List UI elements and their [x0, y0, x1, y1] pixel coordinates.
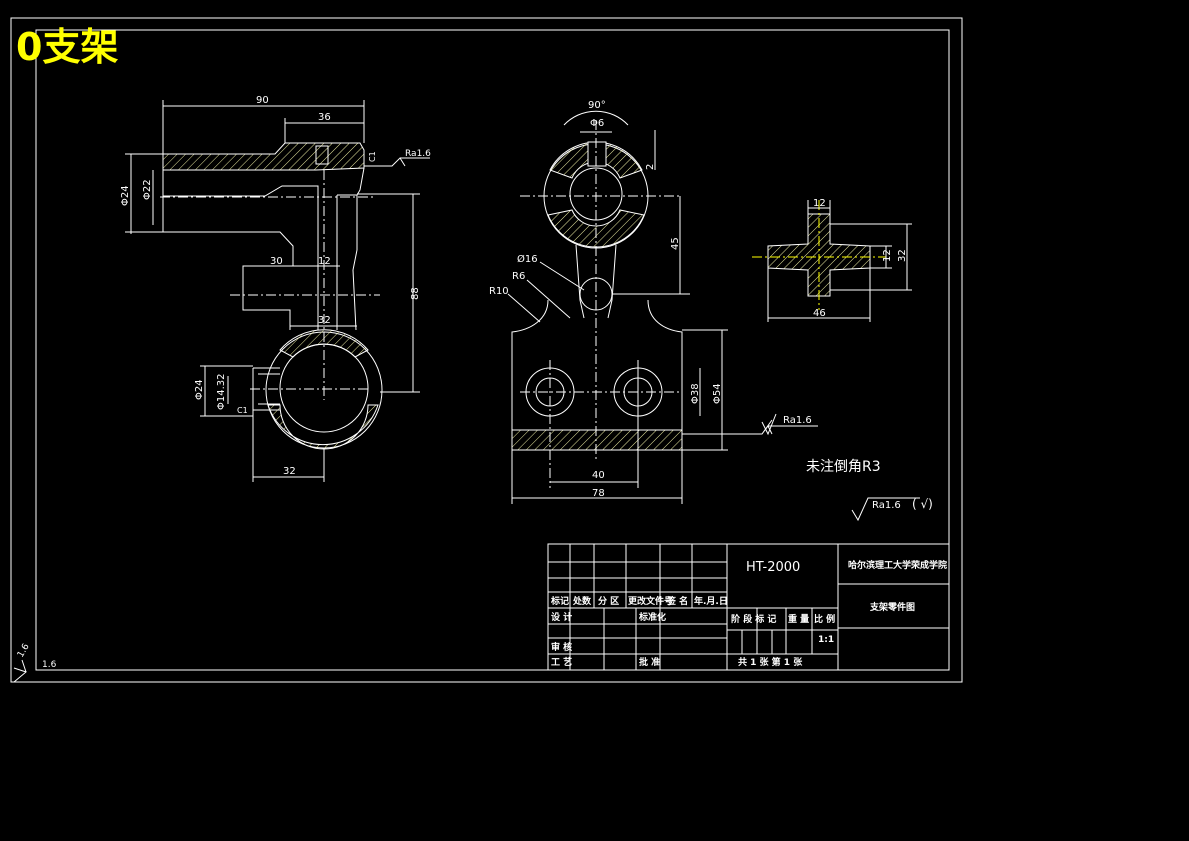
dim-r6: R6 — [512, 271, 525, 282]
sheet-info: 共 1 张 第 1 张 — [738, 656, 803, 668]
dim-30: 30 — [270, 256, 283, 267]
front-stem — [242, 186, 358, 331]
row-process: 工 艺 — [551, 656, 572, 668]
dim-phi24-bottom: Φ24 — [194, 379, 205, 400]
header-date: 年.月.日 — [694, 595, 728, 607]
dim-2: 2 — [645, 164, 656, 170]
drawing-name: 支架零件图 — [869, 601, 915, 613]
header-count: 处数 — [572, 595, 592, 607]
header-doc: 更改文件号 — [628, 595, 673, 607]
header-mark: 标记 — [550, 595, 569, 607]
outer-frame — [10, 17, 963, 683]
row-design: 设 计 — [551, 611, 572, 623]
dim-phi38: Φ38 — [690, 383, 701, 404]
dim-40: 40 — [592, 470, 605, 481]
corner-roughness-value: 1.6 — [42, 660, 57, 670]
roughness-top: Ra1.6 — [405, 149, 431, 159]
dim-90deg: 90° — [588, 100, 606, 111]
front-top-hatch — [162, 142, 365, 171]
material: HT-2000 — [746, 560, 800, 575]
front-view-dims: 90 36 30 12 32 32 88 Φ24 Φ22 Φ24 Φ14.32 … — [120, 95, 431, 477]
front-ring-hatch — [267, 404, 379, 450]
dim-phi16: Ø16 — [517, 253, 538, 265]
dim-c1-top: C1 — [368, 151, 377, 162]
drawing-title: 0支架 — [16, 25, 118, 69]
front-top-tube — [162, 167, 365, 260]
section-view — [752, 200, 912, 322]
front-ring-hatch-top — [279, 329, 369, 358]
corner-roughness-rotated: 1.6 — [16, 642, 32, 660]
school-name: 哈尔滨理工大学荣成学院 — [848, 559, 947, 571]
stage-label: 阶 段 标 记 — [731, 613, 776, 625]
dim-32-bottom: 32 — [283, 466, 296, 477]
general-roughness: Ra1.6 ( √) — [851, 497, 933, 522]
title-block-texts: HT-2000 哈尔滨理工大学荣成学院 支架零件图 标记 处数 分 区 更改文件… — [550, 559, 947, 668]
front-view — [125, 100, 430, 482]
dim-90: 90 — [256, 95, 269, 106]
front-slot — [315, 145, 329, 165]
dim-32-right: 32 — [897, 249, 908, 262]
header-sign: 签 名 — [666, 595, 688, 607]
dim-32-mid: 32 — [318, 315, 331, 326]
inner-frame — [35, 29, 950, 671]
header-zone: 分 区 — [598, 595, 619, 607]
side-slot — [587, 141, 607, 167]
dim-12-top: 12 — [813, 198, 826, 209]
weight-label: 重 量 — [788, 613, 809, 625]
general-roughness-value: Ra1.6 — [872, 500, 901, 511]
row-check: 审 核 — [551, 641, 572, 653]
dim-45: 45 — [670, 237, 681, 250]
dim-c1-bottom: C1 — [237, 406, 248, 415]
roughness-right: Ra1.6 — [783, 415, 812, 426]
row-approve: 批 准 — [639, 656, 660, 668]
side-base-hatch — [511, 429, 683, 451]
section-view-dims: 12 12 32 46 — [813, 198, 908, 319]
fillet-note: 未注倒角R3 — [806, 459, 881, 475]
general-roughness-bracket: ( √) — [912, 497, 933, 511]
dim-78: 78 — [592, 488, 605, 499]
dim-phi14: Φ14.32 — [216, 374, 227, 411]
side-view-dims: 90° Φ6 2 45 Ø16 R6 R10 Φ38 Φ54 40 78 Ra1… — [489, 100, 812, 499]
scale-label: 比 例 — [814, 613, 835, 625]
dim-phi22: Φ22 — [142, 179, 153, 200]
dim-36: 36 — [318, 112, 331, 123]
dim-phi6: Φ6 — [590, 118, 604, 129]
dim-88: 88 — [410, 287, 421, 300]
dim-phi24-top: Φ24 — [120, 185, 131, 206]
dim-46: 46 — [813, 308, 826, 319]
row-standard: 标准化 — [638, 611, 666, 623]
scale-value: 1:1 — [818, 635, 834, 645]
title-block — [547, 543, 950, 671]
dim-r10: R10 — [489, 286, 509, 297]
side-view — [507, 110, 818, 504]
corner-roughness: 1.6 1.6 — [13, 642, 57, 683]
dim-phi54: Φ54 — [712, 383, 723, 404]
dim-12-right: 12 — [882, 249, 893, 262]
dim-12: 12 — [318, 256, 331, 267]
